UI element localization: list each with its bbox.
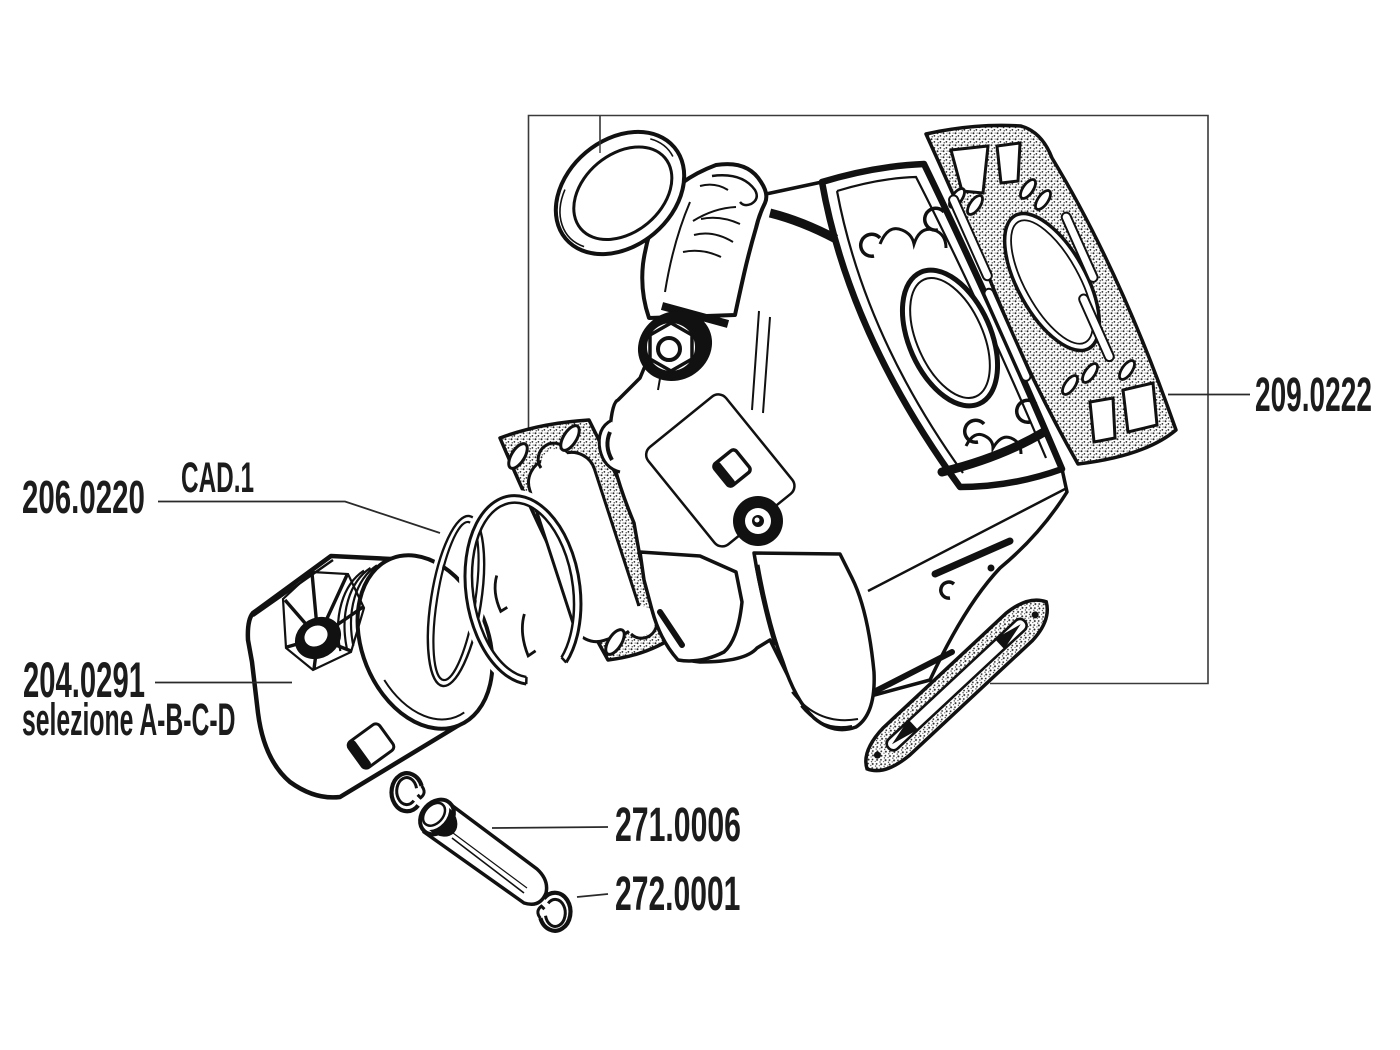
- svg-text:206.0220: 206.0220: [22, 472, 145, 523]
- svg-text:selezione A-B-C-D: selezione A-B-C-D: [22, 694, 236, 745]
- svg-text:204.0291: 204.0291: [23, 652, 145, 708]
- svg-text:209.0222: 209.0222: [1255, 368, 1372, 422]
- svg-text:272.0001: 272.0001: [615, 866, 740, 921]
- svg-text:CAD.1: CAD.1: [181, 454, 254, 502]
- svg-text:271.0006: 271.0006: [615, 797, 741, 852]
